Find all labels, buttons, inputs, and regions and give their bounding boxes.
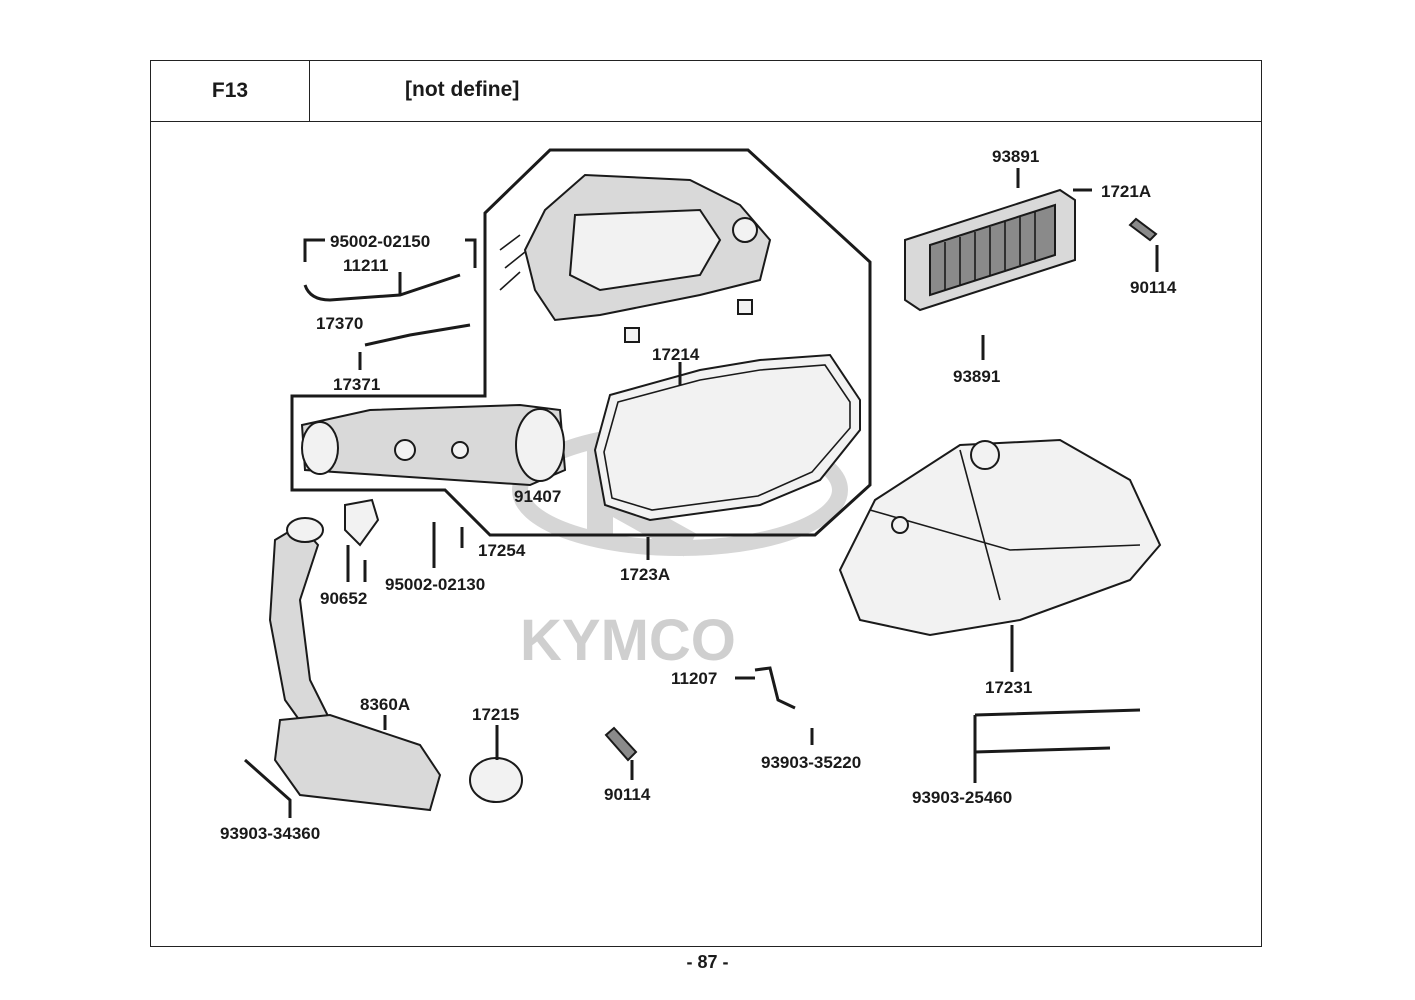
label-95002-02130: 95002-02130	[385, 575, 485, 594]
air-filter-element	[904, 188, 1076, 312]
leader-lines	[244, 168, 1159, 818]
bracket-11207	[754, 666, 796, 710]
label-93891-top: 93891	[992, 147, 1039, 166]
label-93903-34360: 93903-34360	[220, 824, 320, 843]
label-17254: 17254	[478, 541, 526, 560]
case-group-outline	[290, 148, 872, 537]
page-number: - 87 -	[686, 952, 729, 972]
label-8360A: 8360A	[360, 695, 410, 714]
bolt-90114-right	[1128, 217, 1158, 242]
clamp-90652	[344, 498, 380, 547]
label-17214: 17214	[652, 345, 700, 364]
label-93891-bottom: 93891	[953, 367, 1000, 386]
case-upper-part	[499, 173, 772, 343]
header-divider	[150, 121, 1262, 122]
label-17215: 17215	[472, 705, 519, 724]
label-91407: 91407	[514, 487, 561, 506]
label-17371: 17371	[333, 375, 380, 394]
gasket-part	[593, 353, 861, 522]
label-90114-right: 90114	[1130, 278, 1177, 297]
clamp-17215	[469, 757, 523, 803]
label-95002-02150: 95002-02150	[330, 232, 430, 251]
air-cleaner-cover	[838, 438, 1162, 637]
label-11207: 11207	[671, 669, 717, 688]
hose-11211	[303, 273, 461, 302]
label-1721A: 1721A	[1101, 182, 1151, 201]
diagram-frame	[150, 60, 1262, 947]
label-93903-25460: 93903-25460	[912, 788, 1012, 807]
label-17370: 17370	[316, 314, 363, 333]
section-title: [not define]	[405, 78, 520, 101]
inlet-tube-part	[268, 517, 442, 812]
label-11211: 11211	[343, 256, 388, 275]
label-17231: 17231	[985, 678, 1032, 697]
label-93903-35220: 93903-35220	[761, 753, 861, 772]
intake-duct-part	[300, 403, 567, 487]
hose-17371	[364, 323, 471, 347]
label-1723A: 1723A	[620, 565, 670, 584]
label-90652: 90652	[320, 589, 367, 608]
label-90114-mid: 90114	[604, 785, 651, 804]
watermark-brand: KYMCO	[520, 608, 736, 673]
bolt-90114-mid	[604, 726, 638, 762]
